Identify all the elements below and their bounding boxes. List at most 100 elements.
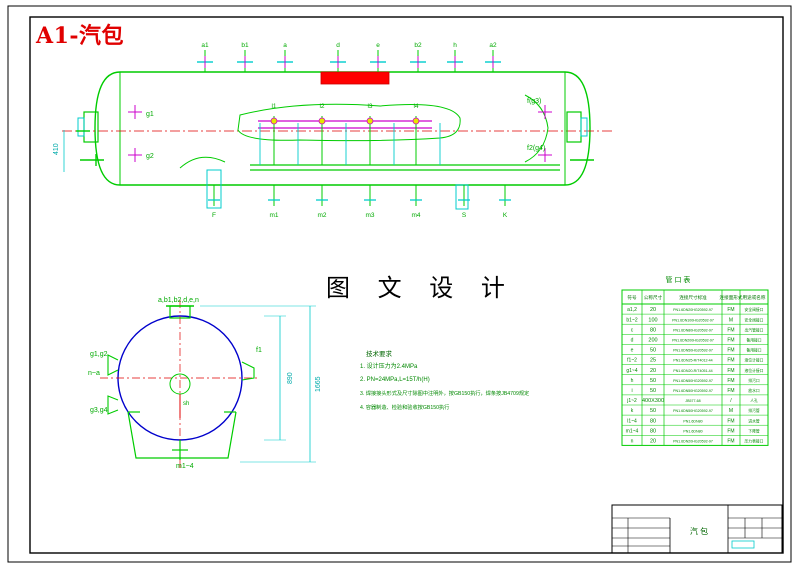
top-nozzle-label: a2	[489, 42, 497, 49]
title-block-stamp	[731, 540, 755, 549]
table-cell: M	[729, 317, 733, 323]
riser-inlet	[318, 117, 326, 125]
title-block: 汽 包	[611, 504, 783, 554]
table-cell: 20	[650, 307, 656, 313]
table-cell: PN1.6DN80	[683, 419, 702, 423]
table-header-cell: 符号	[627, 294, 637, 301]
left-manhole-cover	[77, 117, 85, 137]
bottom-nozzle-label: S	[462, 212, 467, 219]
label-g2: g2	[146, 153, 154, 160]
bottom-nozzle-label: K	[503, 212, 508, 219]
table-cell: 备用接口	[746, 338, 761, 343]
top-nozzle-label: e	[376, 42, 380, 49]
section-top-label: a,b1,b2,d,e,n	[158, 297, 199, 304]
table-cell: 50	[650, 348, 656, 354]
inner-border	[29, 16, 784, 554]
table-cell: FM	[727, 368, 734, 374]
table-cell: b1~2	[626, 317, 637, 323]
table-cell: 出汽管接口	[745, 327, 764, 332]
section-left-nozzle-lower	[107, 395, 119, 415]
left-support-leg	[206, 169, 222, 209]
label-g1: g1	[146, 111, 154, 118]
table-cell: f1~2	[627, 358, 637, 364]
top-nozzle-label: a	[283, 42, 287, 49]
table-cell: e	[631, 348, 634, 354]
table-cell: FM	[727, 348, 734, 354]
top-nozzle-label: a1	[201, 42, 209, 49]
table-header-cell: 公称尺寸	[644, 294, 663, 301]
section-left-label-3: g3,g4	[90, 407, 108, 414]
left-gauge-nozzles: g1 g2	[128, 105, 154, 162]
table-cell: i	[631, 388, 632, 394]
table-frame	[621, 289, 769, 446]
table-cell: 80	[650, 418, 656, 424]
bottom-nozzle-label: m1	[269, 212, 278, 219]
bottom-nozzle-label: m3	[365, 212, 374, 219]
table-cell: PN1.6DN200HG20592-97	[672, 339, 714, 343]
table-cell: FM	[727, 338, 734, 344]
riser-inlet	[366, 117, 374, 125]
section-saddle	[127, 411, 237, 459]
table-cell: h	[631, 378, 634, 384]
notes-heading: 技术要求	[366, 349, 393, 358]
table-cell: FM	[727, 358, 734, 364]
table-cell: j1~2	[626, 398, 637, 404]
table-cell: d	[631, 338, 634, 344]
table-cell: FM	[727, 378, 734, 384]
table-cell: 100	[648, 317, 657, 323]
table-cell: 下降管	[748, 428, 760, 433]
table-cell: JB577-68	[685, 399, 700, 403]
bottom-nozzle-label: m4	[411, 212, 420, 219]
table-cell: 安全阀接口	[745, 317, 764, 322]
table-header-cell: 连接面形式	[720, 294, 743, 301]
table-cell: m1~4	[626, 428, 639, 434]
table-cell: PN1.6DN100HG20592-97	[672, 318, 714, 322]
table-cell: 50	[650, 408, 656, 414]
table-cell: 备用接口	[746, 348, 761, 353]
table-cell: FM	[727, 307, 734, 313]
left-dimension-text: 410	[53, 143, 60, 155]
drawing-name: 汽 包	[690, 526, 708, 536]
top-nozzle-label: b2	[414, 42, 422, 49]
table-cell: PN1.6DN20HG20592-97	[673, 440, 713, 444]
internal-pipe-label: l1	[271, 103, 276, 110]
section-right-label: f1	[256, 347, 262, 354]
table-cell: 200	[648, 338, 657, 344]
table-cell: PN1.6DN50HG20592-97	[673, 409, 713, 413]
notes-line-3: 3. 焊接接头形式及尺寸除图中注明外，按GB150执行，焊条按JB4709规定	[360, 389, 529, 397]
nozzle-table-title: 管 口 表	[666, 275, 691, 284]
table-cell: PN1.6DN80	[683, 429, 702, 433]
table-cell: c	[631, 327, 634, 333]
right-manhole-flange	[566, 111, 582, 143]
section-inner-label: sh	[183, 401, 189, 407]
notes-line-1: 1. 设计压力为2.4MPa	[360, 362, 418, 370]
bottom-nozzle-label: F	[212, 212, 216, 219]
table-cell: FM	[727, 327, 734, 333]
table-cell: k	[631, 408, 634, 414]
table-cell: 液位计接口	[745, 358, 764, 363]
table-cell: 80	[650, 428, 656, 434]
dim-1665-text: 1665	[315, 376, 322, 392]
notes-line-4: 4. 容器制造、检验和验收按GB150执行	[360, 403, 449, 411]
top-nozzle-label: h	[453, 42, 457, 49]
riser-inlet	[412, 117, 420, 125]
center-caption: 图 文 设 计	[326, 274, 515, 302]
table-cell: 20	[650, 368, 656, 374]
table-cell: 50	[650, 378, 656, 384]
table-cell: l1~4	[627, 418, 637, 424]
table-cell: 25	[650, 358, 656, 364]
dim-890-text: 890	[287, 372, 294, 384]
right-separator	[524, 94, 549, 163]
table-cell: M	[729, 408, 733, 414]
table-cell: 放水口	[748, 388, 760, 393]
table-cell: 排污口	[748, 378, 760, 383]
table-cell: 400X300	[642, 398, 664, 404]
table-cell: a1,2	[627, 307, 637, 313]
table-cell: PN1.6DN50HG20592-97	[673, 349, 713, 353]
table-cell: PN1.6DN50HG20592-97	[673, 389, 713, 393]
label-f2-g4: f2(g4)	[527, 145, 545, 152]
table-cell: PN1.6DN50HG20592-97	[673, 379, 713, 383]
